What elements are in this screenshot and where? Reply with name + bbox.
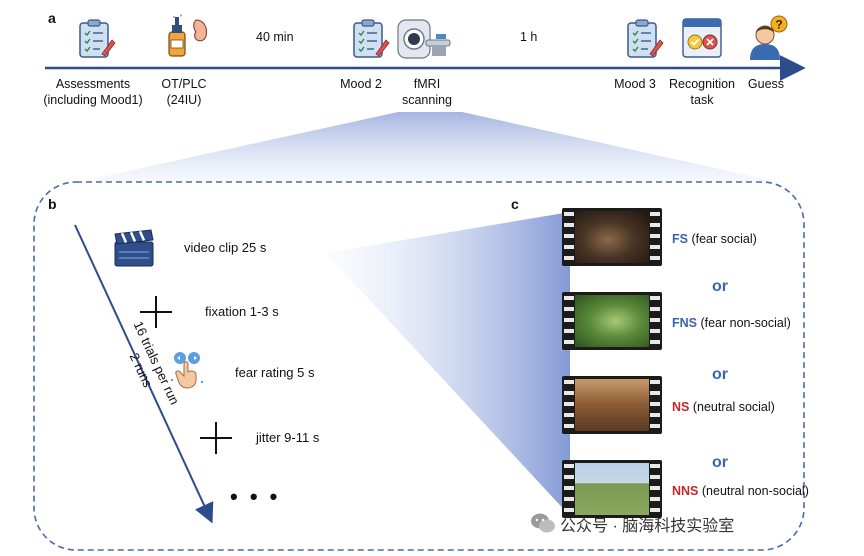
fixation-cross-icon: [200, 422, 232, 454]
duration-1-h: 1 h: [520, 30, 538, 44]
timeline-label-mood2: Mood 2: [340, 77, 382, 91]
panel-label-b: b: [48, 196, 57, 212]
timeline-label-ot-plc: OT/PLC (24IU): [161, 77, 207, 107]
or-separator: or: [712, 278, 728, 295]
condition-ns: NS (neutral social): [672, 400, 775, 414]
or-separator: or: [712, 366, 728, 383]
condition-fns: FNS (fear non-social): [672, 316, 791, 330]
mri-scanner-icon: [397, 19, 451, 59]
zoom-trapezoid: [78, 112, 778, 182]
thinking-person-icon: ?: [750, 15, 788, 60]
step-fixation: fixation 1-3 s: [205, 304, 279, 319]
or-separator: or: [712, 454, 728, 471]
clipboard-icon: [627, 19, 664, 58]
wechat-icon: [531, 513, 555, 533]
ellipsis: • • •: [230, 484, 281, 509]
touch-hand-icon: [170, 352, 204, 389]
timeline-label-guess: Guess: [747, 77, 785, 91]
svg-text:?: ?: [775, 18, 782, 32]
video-thumbnail-ns: [562, 376, 662, 434]
step-video-clip: video clip 25 s: [184, 240, 267, 255]
watermark-text: 公众号 · 脑海科技实验室: [560, 518, 735, 535]
recognition-task-icon: [682, 18, 722, 58]
video-thumbnail-fs: [562, 208, 662, 266]
zoom-fan: [326, 212, 570, 516]
clipboard-icon: [79, 19, 116, 58]
panel-label-a: a: [48, 10, 56, 26]
step-jitter: jitter 9-11 s: [256, 430, 320, 445]
step-fear-rating: fear rating 5 s: [235, 365, 315, 380]
video-thumbnail-nns: [562, 460, 662, 518]
clapperboard-icon: [114, 229, 154, 267]
video-thumbnail-fns: [562, 292, 662, 350]
trial-panel-box: [33, 181, 805, 551]
duration-40-min: 40 min: [256, 30, 294, 44]
condition-fs: FS (fear social): [672, 232, 757, 246]
timeline-label-recognition: Recognition task: [668, 77, 735, 107]
condition-nns: NNS (neutral non-social): [672, 484, 809, 498]
timeline-label-mood3: Mood 3: [614, 77, 656, 91]
trials-arrow: [74, 224, 214, 524]
panel-label-c: c: [511, 196, 519, 212]
timeline-label-assessments: Assessments (including Mood1): [43, 77, 143, 107]
fixation-cross-icon: [140, 296, 172, 328]
timeline-label-fmri: fMRI scanning: [401, 77, 453, 107]
clipboard-icon: [353, 19, 390, 58]
nasal-spray-icon: [168, 14, 208, 57]
